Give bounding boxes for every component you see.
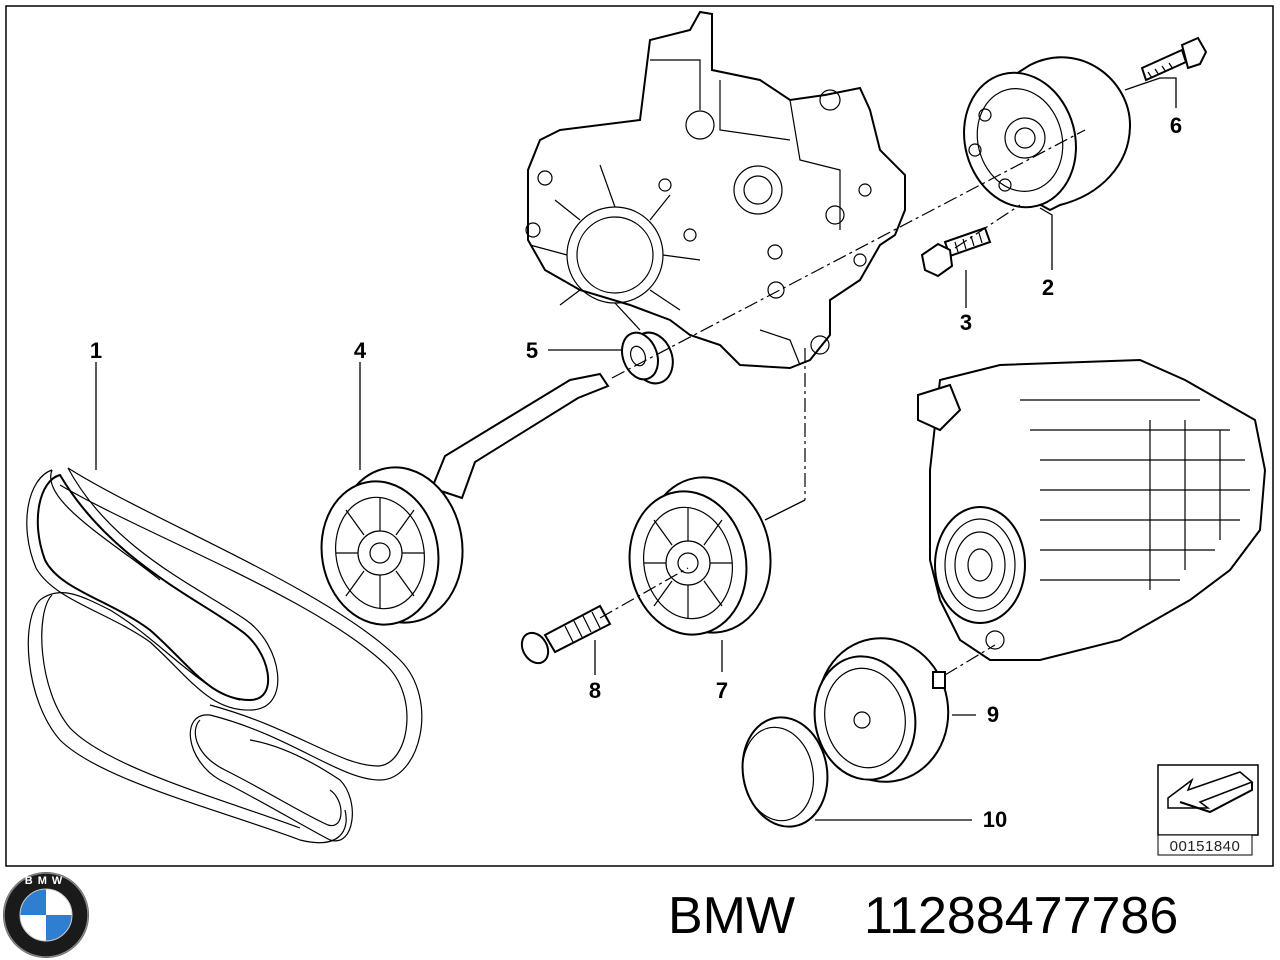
part-number: 11288477786 xyxy=(864,887,1178,945)
callout-1: 1 xyxy=(90,338,102,363)
screw-8 xyxy=(520,604,612,665)
callout-8: 8 xyxy=(589,678,601,703)
brand-name: BMW xyxy=(668,887,795,945)
drawing-frame xyxy=(5,5,1274,867)
callout-4: 4 xyxy=(354,338,367,363)
callout-2: 2 xyxy=(1042,275,1054,300)
drawing-number: 00151840 xyxy=(1170,838,1241,855)
bmw-logo-icon: BMW xyxy=(3,872,89,958)
logo-letters: BMW xyxy=(25,875,68,887)
callout-10: 10 xyxy=(983,807,1007,832)
alternator xyxy=(917,358,1267,661)
tension-pulley-part xyxy=(320,372,610,626)
callout-9: 9 xyxy=(987,702,999,727)
washer-5 xyxy=(621,331,674,385)
belt-tensioner-part xyxy=(963,56,1132,212)
ribbed-v-belt-part xyxy=(26,467,423,844)
pulley-cap-part xyxy=(741,716,829,828)
deflection-pulley-part xyxy=(628,476,772,636)
callout-6: 6 xyxy=(1170,113,1182,138)
engine-housing xyxy=(525,10,906,370)
bolt-6 xyxy=(1140,36,1208,82)
callout-7: 7 xyxy=(716,678,728,703)
callout-3: 3 xyxy=(960,310,972,335)
callout-5: 5 xyxy=(526,338,538,363)
orientation-box: 00151840 xyxy=(1157,764,1259,856)
guide-pulley-part xyxy=(813,637,950,783)
bolt-3 xyxy=(920,226,992,278)
